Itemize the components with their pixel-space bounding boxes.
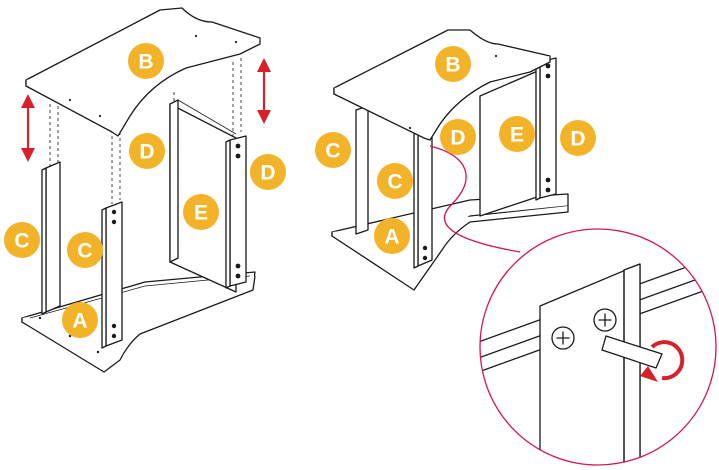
svg-text:C: C <box>14 230 29 253</box>
svg-text:C: C <box>77 240 92 263</box>
part-label-b: B <box>435 46 471 82</box>
side-panel-d <box>225 135 247 289</box>
rotate-clockwise-icon <box>640 340 685 382</box>
screwdriver-icon <box>601 335 663 369</box>
part-label-a: A <box>62 302 98 338</box>
part-label-d: D <box>560 120 596 156</box>
svg-text:D: D <box>260 162 275 185</box>
svg-text:D: D <box>139 141 154 164</box>
svg-text:C: C <box>387 171 402 194</box>
screw-head-icon <box>551 326 575 350</box>
svg-text:B: B <box>138 51 153 74</box>
svg-text:E: E <box>194 202 208 225</box>
svg-text:D: D <box>570 128 585 151</box>
detail-zoom <box>479 228 717 466</box>
svg-text:C: C <box>325 140 340 163</box>
svg-text:A: A <box>384 226 399 249</box>
svg-text:E: E <box>510 124 524 147</box>
upright-c-right <box>101 201 123 349</box>
part-label-d: D <box>440 119 476 155</box>
double-arrow-icon <box>257 58 271 124</box>
bottom-panel-a <box>21 271 256 373</box>
upright-c-left <box>41 161 61 315</box>
svg-text:D: D <box>450 127 465 150</box>
part-label-c: C <box>315 132 351 168</box>
part-label-c: C <box>4 222 40 258</box>
screw-head-icon <box>593 308 617 332</box>
svg-text:A: A <box>72 310 87 333</box>
double-arrow-icon <box>21 94 35 162</box>
svg-text:B: B <box>445 54 460 77</box>
part-label-b: B <box>128 43 164 79</box>
part-label-d: D <box>129 133 165 169</box>
part-label-c: C <box>67 232 103 268</box>
part-label-e: E <box>183 194 219 230</box>
part-label-e: E <box>499 116 535 152</box>
part-label-a: A <box>374 218 410 254</box>
part-label-d: D <box>250 154 286 190</box>
part-label-c: C <box>377 163 413 199</box>
